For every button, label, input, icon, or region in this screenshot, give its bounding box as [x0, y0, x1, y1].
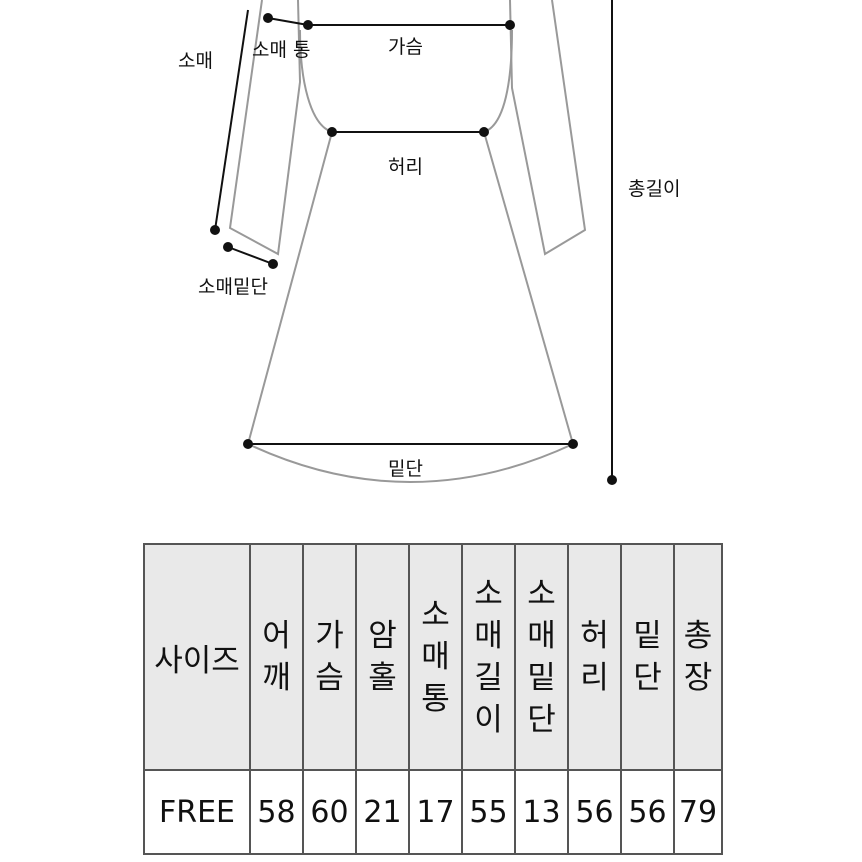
- label-waist: 허리: [388, 156, 423, 178]
- label-chest: 가슴: [388, 36, 423, 58]
- sleeve-hem-measure-line: [227, 246, 274, 265]
- value-cell: 79: [673, 769, 723, 855]
- label-hem: 밑단: [388, 458, 423, 480]
- value-text: 79: [678, 794, 718, 830]
- skirt-outline: [247, 131, 574, 445]
- header-label: 밑단: [633, 618, 662, 696]
- value-cell: 17: [408, 769, 461, 855]
- header-col-0: 어깨: [249, 543, 302, 769]
- header-col-7: 밑단: [620, 543, 673, 769]
- value-cell: 58: [249, 769, 302, 855]
- dot: [505, 20, 515, 30]
- dot: [210, 225, 220, 235]
- header-size-label: 사이즈: [154, 642, 240, 679]
- value-cell: 21: [355, 769, 408, 855]
- bodice-outline: [299, 29, 513, 133]
- value-text: 58: [257, 794, 296, 830]
- value-text: 13: [522, 794, 561, 830]
- value-text: 56: [628, 794, 667, 830]
- skirt-hem-curve: [247, 443, 574, 483]
- dot: [303, 20, 313, 30]
- value-text: 56: [575, 794, 614, 830]
- header-col-5: 소매밑단: [514, 543, 567, 769]
- left-sleeve-outline: [228, 0, 302, 256]
- label-sleeve: 소매: [178, 50, 213, 72]
- value-cell: 56: [567, 769, 620, 855]
- value-cell: 56: [620, 769, 673, 855]
- value-cell: 13: [514, 769, 567, 855]
- value-text: 60: [310, 794, 349, 830]
- header-col-1: 가슴: [302, 543, 355, 769]
- header-size: 사이즈: [143, 543, 249, 769]
- header-label: 암홀: [368, 618, 397, 696]
- header-label: 소매밑단: [527, 576, 556, 738]
- header-col-6: 허리: [567, 543, 620, 769]
- dot: [223, 242, 233, 252]
- sleeve-width-measure-line: [267, 17, 309, 26]
- value-cell: 55: [461, 769, 514, 855]
- value-text: 55: [469, 794, 508, 830]
- header-label: 소매길이: [474, 576, 503, 738]
- header-label: 총장: [683, 618, 713, 696]
- header-label: 어깨: [262, 618, 291, 696]
- value-text: 17: [416, 794, 455, 830]
- sleeve-measure-line: [214, 9, 249, 231]
- row-size: FREE: [143, 769, 249, 855]
- header-col-4: 소매길이: [461, 543, 514, 769]
- dot: [479, 127, 489, 137]
- header-col-8: 총장: [673, 543, 723, 769]
- garment-measurement-diagram: [210, 0, 617, 485]
- label-sleeve-width: 소매 통: [252, 39, 311, 61]
- dot: [607, 475, 617, 485]
- dot: [568, 439, 578, 449]
- header-label: 허리: [580, 618, 609, 696]
- dot: [243, 439, 253, 449]
- label-sleeve-hem: 소매밑단: [198, 276, 268, 298]
- header-col-3: 소매통: [408, 543, 461, 769]
- dot: [327, 127, 337, 137]
- value-cell: 60: [302, 769, 355, 855]
- dot: [268, 259, 278, 269]
- header-label: 가슴: [315, 618, 344, 696]
- header-col-2: 암홀: [355, 543, 408, 769]
- label-total-length: 총길이: [628, 178, 681, 200]
- value-text: 21: [363, 794, 402, 830]
- dot: [263, 13, 273, 23]
- header-label: 소매통: [421, 597, 450, 717]
- size-value: FREE: [158, 794, 235, 830]
